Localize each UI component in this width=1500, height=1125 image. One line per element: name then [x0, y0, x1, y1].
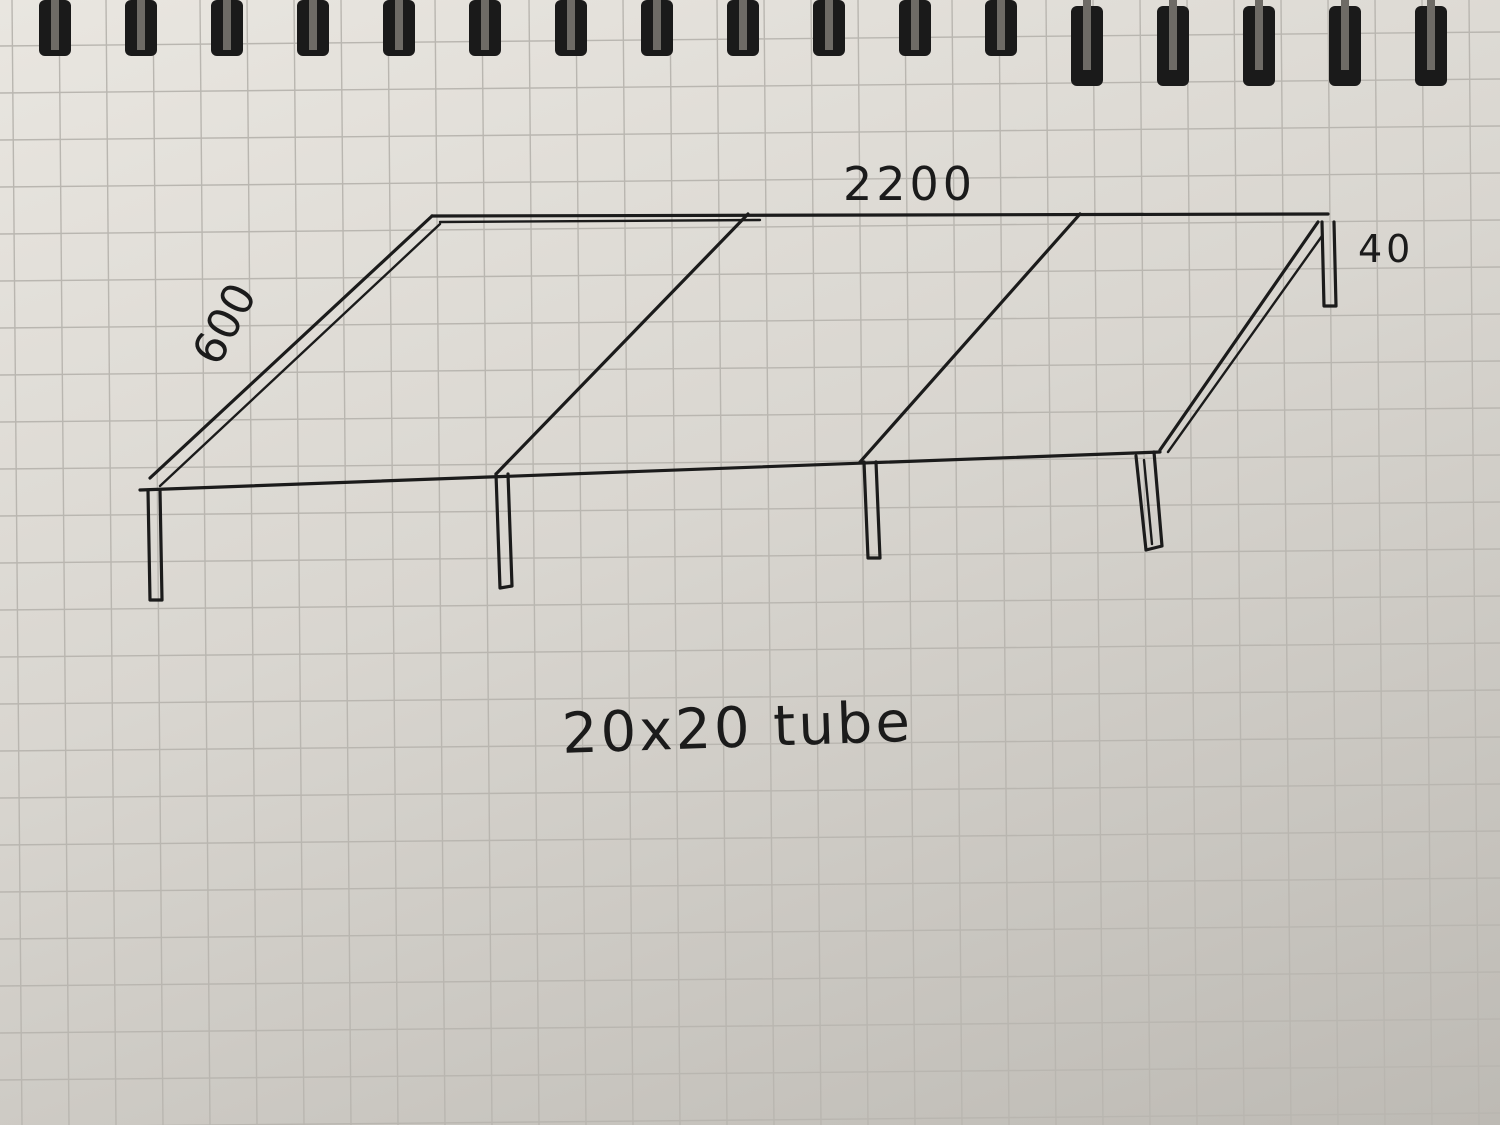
frame-back-edge: [430, 212, 1330, 218]
grid-line-horizontal: [0, 548, 1500, 564]
grid-line-vertical: [998, 0, 1010, 1125]
grid-line-horizontal: [0, 407, 1500, 423]
grid-line-horizontal: [0, 783, 1500, 799]
material-note: 20x20 tube: [561, 690, 914, 767]
grid-line-horizontal: [0, 454, 1500, 470]
grid-line-vertical: [1327, 0, 1339, 1125]
leg-front-mid-2: [862, 460, 882, 560]
grid-line-horizontal: [0, 1065, 1500, 1081]
grid-line-horizontal: [0, 642, 1500, 658]
leg-back-right: [1320, 220, 1338, 308]
spiral-ring-gap: [653, 0, 661, 50]
grid-line-horizontal: [0, 313, 1500, 329]
spiral-ring-gap: [137, 0, 145, 50]
grid-line-vertical: [716, 0, 728, 1125]
grid-line-vertical: [575, 0, 587, 1125]
spiral-ring-gap: [309, 0, 317, 50]
spiral-ring-gap: [1255, 0, 1263, 70]
spiral-ring-gap: [1083, 0, 1091, 70]
grid-line-horizontal: [0, 595, 1500, 611]
grid-line-horizontal: [0, 1018, 1500, 1034]
spiral-binding-icon: [39, 0, 1447, 86]
grid-line-horizontal: [139, 1112, 1500, 1125]
grid-line-horizontal: [0, 877, 1500, 893]
grid-line-vertical: [387, 0, 399, 1125]
grid-line-vertical: [763, 0, 775, 1125]
frame-cross-member-1: [494, 212, 750, 476]
spiral-ring-gap: [51, 0, 59, 50]
frame-right-side-double: [1166, 234, 1324, 454]
grid-line-horizontal: [0, 78, 1500, 94]
frame-back-edge-double: [438, 218, 762, 224]
frame-front-edge: [138, 450, 1162, 492]
grid-line-vertical: [528, 0, 540, 1125]
spiral-ring-gap: [1427, 0, 1435, 70]
grid-line-vertical: [434, 0, 446, 1125]
grid-line-horizontal: [0, 924, 1500, 940]
grid-line-vertical: [1045, 0, 1057, 1125]
frame-left-side-double: [158, 222, 442, 488]
spiral-ring-gap: [1169, 0, 1177, 70]
grid-line-horizontal: [0, 266, 1500, 282]
grid-line-vertical: [199, 0, 211, 1125]
spiral-ring-gap: [997, 0, 1005, 50]
grid-line-horizontal: [0, 501, 1500, 517]
leg-front-mid-1: [494, 472, 514, 590]
table-frame-drawing: [138, 212, 1338, 602]
grid-line-vertical: [810, 0, 822, 1125]
grid-line-vertical: [951, 0, 963, 1125]
dimension-length-label: 2200: [843, 157, 976, 211]
grid-line-vertical: [904, 0, 916, 1125]
spiral-ring-gap: [1341, 0, 1349, 70]
dimension-depth-label: 600: [183, 275, 267, 373]
frame-right-side: [1158, 220, 1320, 452]
leg-front-right: [1134, 450, 1164, 552]
grid-line-vertical: [669, 0, 681, 1125]
grid-line-vertical: [293, 0, 305, 1125]
grid-line-vertical: [481, 0, 493, 1125]
grid-line-vertical: [340, 0, 352, 1125]
grid-line-vertical: [246, 0, 258, 1125]
grid-line-vertical: [1374, 0, 1386, 1125]
grid-line-vertical: [1421, 0, 1433, 1125]
grid-line-vertical: [857, 0, 869, 1125]
spiral-ring-gap: [911, 0, 919, 50]
spiral-ring-gap: [481, 0, 489, 50]
grid-line-horizontal: [0, 736, 1500, 752]
grid-line-horizontal: [0, 360, 1500, 376]
grid-line-vertical: [1468, 0, 1480, 1125]
spiral-ring-gap: [395, 0, 403, 50]
grid-line-horizontal: [0, 172, 1500, 188]
spiral-ring-gap: [825, 0, 833, 50]
frame-cross-member-2: [858, 212, 1082, 464]
grid-line-horizontal: [0, 971, 1500, 987]
spiral-ring-gap: [567, 0, 575, 50]
leg-front-left: [146, 488, 164, 602]
grid-line-horizontal: [0, 219, 1500, 235]
spiral-ring-gap: [739, 0, 747, 50]
grid-line-vertical: [1092, 0, 1104, 1125]
grid-line-vertical: [1186, 0, 1198, 1125]
grid-line-vertical: [1139, 0, 1151, 1125]
frame-left-side: [148, 214, 434, 480]
grid-line-vertical: [1233, 0, 1245, 1125]
grid-line-horizontal: [0, 125, 1500, 141]
dimension-leg-height-label: 40: [1358, 227, 1414, 271]
grid-line-horizontal: [0, 689, 1500, 705]
grid-line-vertical: [1280, 0, 1292, 1125]
grid-line-horizontal: [0, 830, 1500, 846]
spiral-ring-gap: [223, 0, 231, 50]
grid-line-vertical: [622, 0, 634, 1125]
